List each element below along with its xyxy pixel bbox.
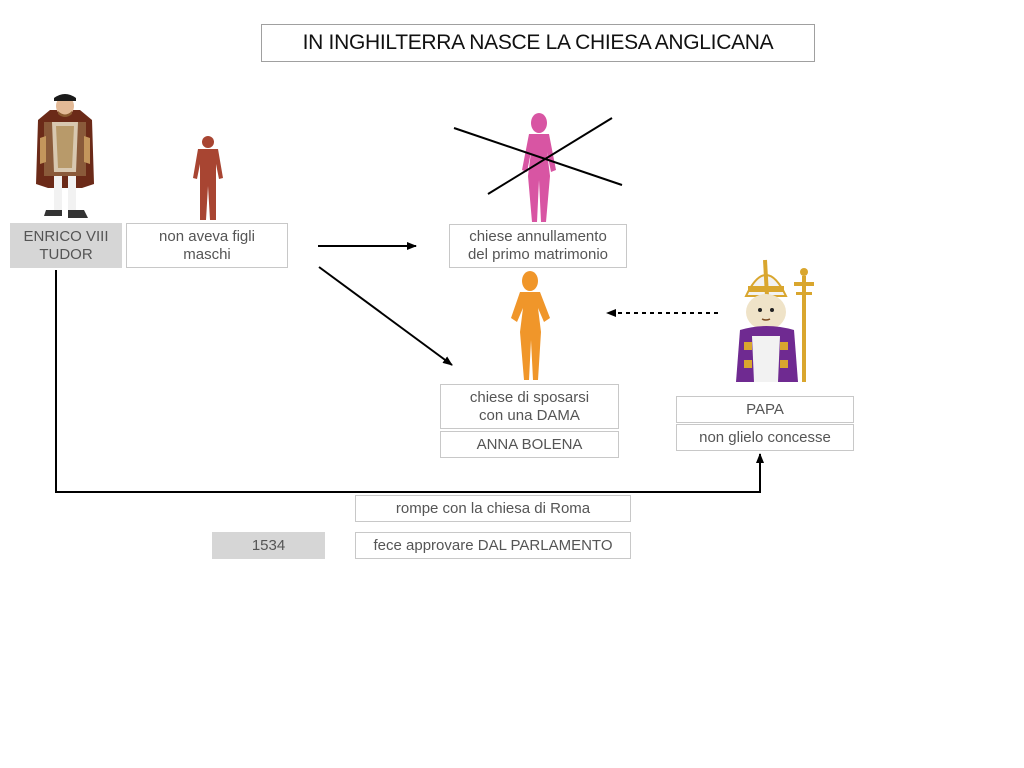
page-title: IN INGHILTERRA NASCE LA CHIESA ANGLICANA [261, 24, 815, 62]
man-silhouette-icon [193, 136, 223, 220]
arrow-to-marriage-request [318, 266, 453, 366]
no-male-sons-box: non aveva figli maschi [126, 223, 288, 268]
anna-bolena-silhouette-icon [511, 271, 550, 380]
marriage-request-box: chiese di sposarsi con una DAMA [440, 384, 619, 429]
anna-bolena-box: ANNA BOLENA [440, 431, 619, 458]
first-wife-silhouette-icon [522, 113, 556, 222]
pope-refused-box: non glielo concesse [676, 424, 854, 451]
connector-enrico-to-pope [55, 270, 764, 493]
break-with-rome-box: rompe con la chiesa di Roma [355, 495, 631, 522]
year-box: 1534 [212, 532, 325, 559]
parliament-approval-box: fece approvare DAL PARLAMENTO [355, 532, 631, 559]
king-portrait-icon [36, 94, 94, 218]
enrico-viii-box: ENRICO VIII TUDOR [10, 223, 122, 268]
pope-box: PAPA [676, 396, 854, 423]
annulment-request-box: chiese annullamento del primo matrimonio [449, 224, 627, 268]
pope-icon [736, 259, 814, 382]
